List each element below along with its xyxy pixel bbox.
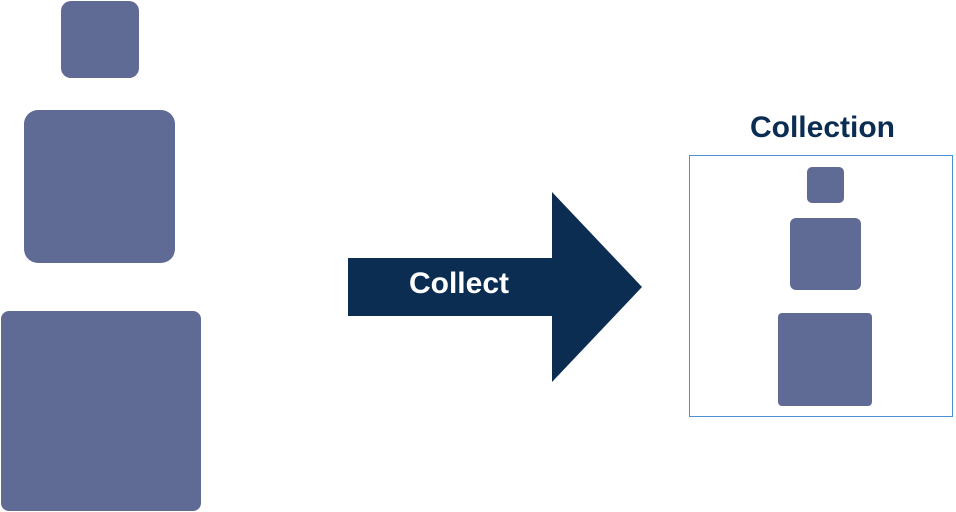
arrow-label: Collect: [408, 267, 510, 300]
large-square: [1, 311, 201, 511]
small-square: [61, 1, 139, 78]
collection-box: [689, 155, 953, 417]
medium-square: [790, 218, 861, 290]
small-square: [807, 167, 844, 203]
arrow-shape: [348, 192, 642, 382]
collect-arrow: [348, 192, 642, 382]
large-square: [778, 313, 872, 406]
medium-square: [24, 110, 175, 263]
collection-title: Collection: [749, 111, 895, 144]
